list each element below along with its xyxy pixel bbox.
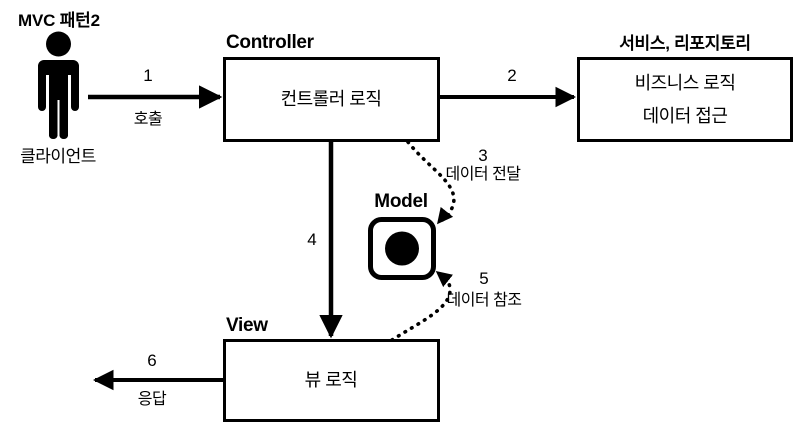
service-box — [577, 57, 793, 142]
flow-2-number: 2 — [507, 66, 517, 85]
view-box — [223, 339, 440, 422]
flow-3-label: 데이터 전달 — [445, 166, 521, 183]
service-body-line-1: 비즈니스 로직 — [634, 73, 736, 93]
flow-3-number: 3 — [478, 146, 488, 165]
model-dot-icon — [385, 231, 419, 266]
flow-4-number: 4 — [307, 230, 317, 249]
flow-5-arrow — [390, 270, 454, 342]
flow-1-number: 1 — [143, 66, 153, 85]
flow-1-label: 호출 — [133, 111, 163, 128]
service-body-line-2: 데이터 접근 — [642, 106, 728, 126]
flow-5-label: 데이터 참조 — [446, 292, 522, 309]
model-box — [368, 217, 436, 280]
view-caption: View — [226, 315, 268, 336]
view-body-text: 뷰 로직 — [304, 370, 358, 390]
model-caption: Model — [374, 191, 428, 212]
person-icon — [38, 31, 79, 140]
controller-caption: Controller — [226, 32, 314, 53]
flow-3-arrow — [406, 140, 456, 225]
flow-5-number: 5 — [479, 269, 489, 288]
flow-6-number: 6 — [147, 351, 157, 370]
service-caption: 서비스, 리포지토리 — [619, 34, 751, 53]
flow-6-label: 응답 — [137, 391, 167, 408]
actor-label: 클라이언트 — [20, 147, 96, 166]
page-title: MVC 패턴2 — [18, 11, 100, 30]
controller-body-text: 컨트롤러 로직 — [280, 89, 382, 109]
controller-box — [223, 57, 440, 142]
